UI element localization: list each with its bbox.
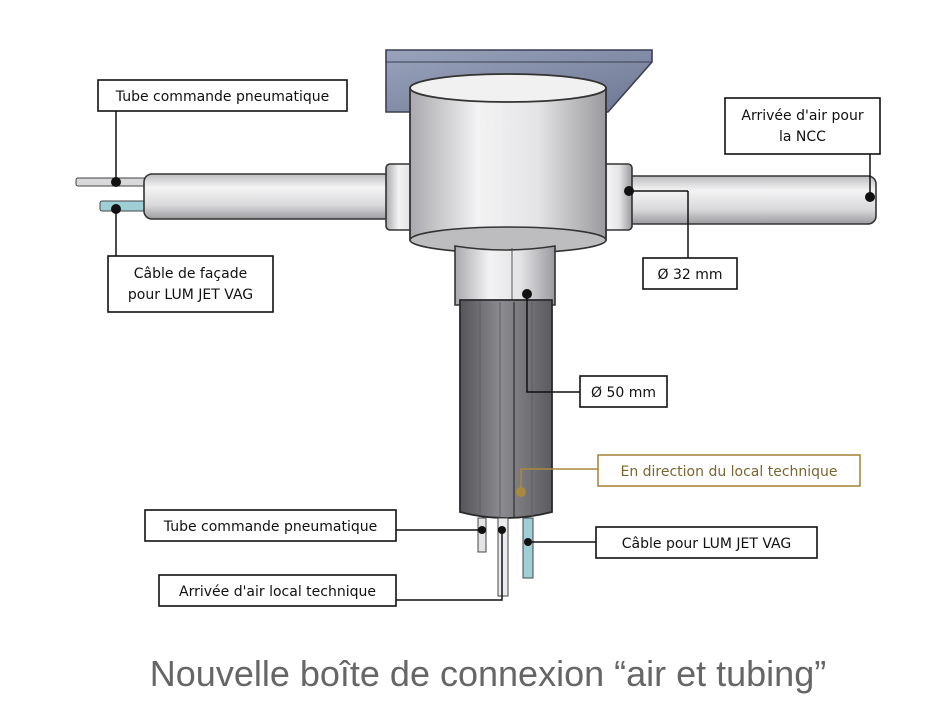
svg-text:Arrivée d'air pour: Arrivée d'air pour <box>741 108 863 124</box>
svg-text:Tube commande pneumatique: Tube commande pneumatique <box>163 519 377 535</box>
label-cable-facade: Câble de façade pour LUM JET VAG <box>107 255 274 313</box>
label-direction-local: En direction du local technique <box>597 454 861 487</box>
svg-text:Ø 32 mm: Ø 32 mm <box>657 267 722 283</box>
label-arrivee-air-local: Arrivée d'air local technique <box>158 574 397 607</box>
svg-text:la NCC: la NCC <box>779 129 826 145</box>
reducer-collar <box>454 245 556 306</box>
svg-text:Arrivée d'air local technique: Arrivée d'air local technique <box>179 584 376 600</box>
svg-text:Tube commande pneumatique: Tube commande pneumatique <box>115 89 329 105</box>
left-pipe <box>143 173 401 220</box>
label-tube-pneumatique-bottom: Tube commande pneumatique <box>144 509 397 542</box>
label-tube-pneumatique-top: Tube commande pneumatique <box>97 79 348 112</box>
diagram-caption: Nouvelle boîte de connexion “air et tubi… <box>150 653 826 694</box>
box-bottom-rim <box>409 226 607 254</box>
svg-text:Câble pour LUM JET VAG: Câble pour LUM JET VAG <box>622 536 791 552</box>
left-facade-cable <box>99 200 149 212</box>
bottom-lum-jet-cable <box>522 517 534 579</box>
leader-dot-gold <box>516 487 526 497</box>
right-pipe <box>603 175 877 225</box>
bottom-air-local-tube <box>497 517 509 597</box>
bottom-pneumatic-tube <box>477 517 487 553</box>
label-arrivee-air-ncc: Arrivée d'air pour la NCC <box>724 97 881 155</box>
svg-text:Câble de façade: Câble de façade <box>134 266 247 282</box>
leader-lines <box>115 111 871 601</box>
svg-text:Ø 50 mm: Ø 50 mm <box>591 385 656 401</box>
svg-text:pour LUM JET VAG: pour LUM JET VAG <box>128 287 253 303</box>
label-diam-50: Ø 50 mm <box>579 375 668 408</box>
vertical-pipe <box>459 299 553 519</box>
svg-text:En direction du local techniqu: En direction du local technique <box>620 464 837 480</box>
label-diam-32: Ø 32 mm <box>642 257 738 290</box>
leader-dots <box>111 177 875 546</box>
leader-line-gold <box>520 468 598 492</box>
label-cable-lum-jet: Câble pour LUM JET VAG <box>595 526 818 559</box>
box-top-rim <box>409 73 607 103</box>
